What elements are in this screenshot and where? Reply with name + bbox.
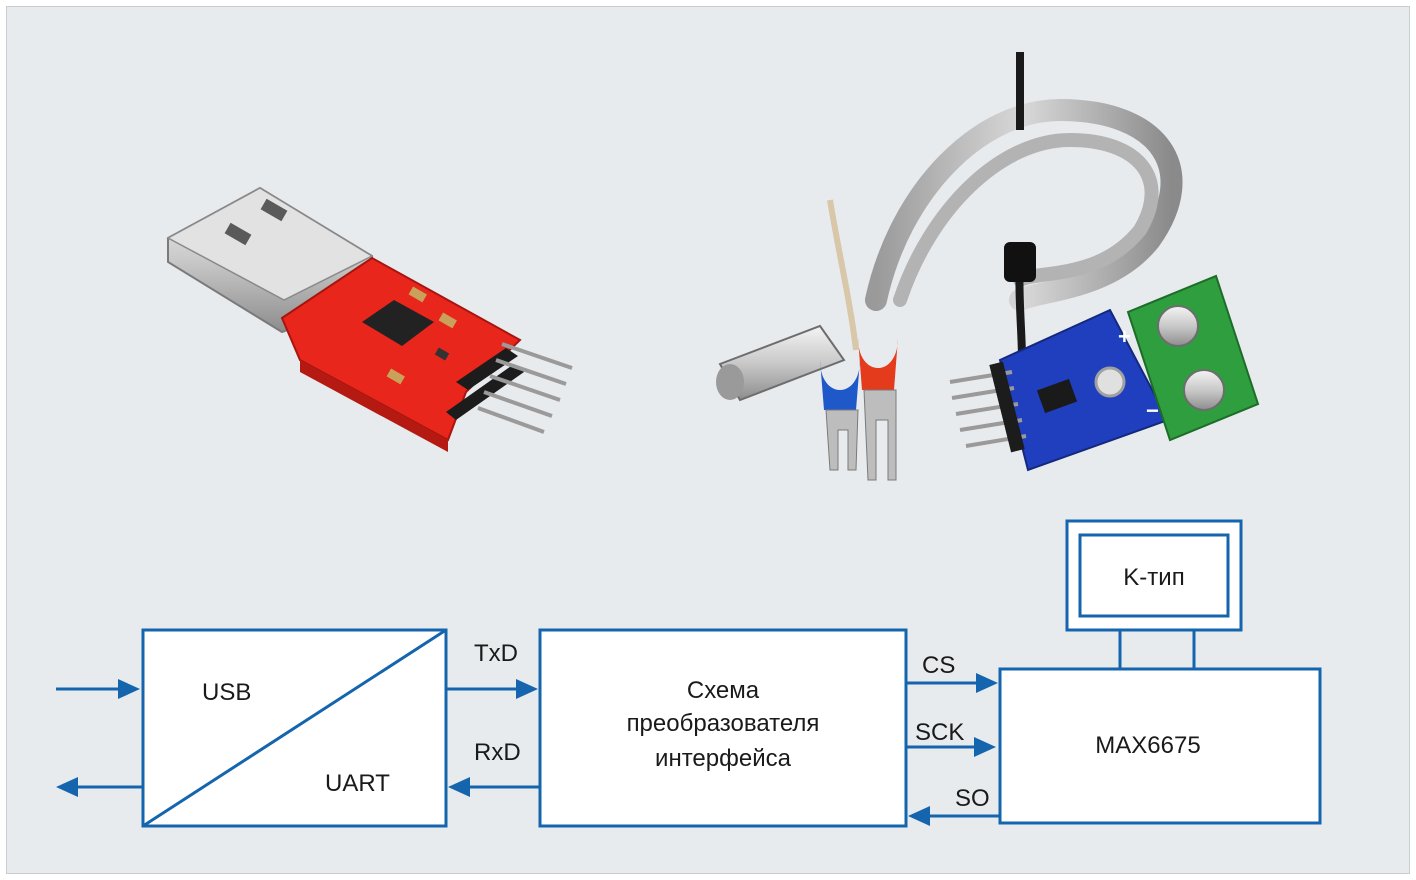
- max6675-block: MAX6675: [998, 667, 1322, 825]
- cs-label: CS: [922, 652, 955, 679]
- mounting-hole: [1094, 366, 1126, 398]
- usb-uart-adapter-photo: [166, 186, 573, 452]
- max6675-chip: [1036, 378, 1078, 414]
- sck-label: SCK: [915, 719, 964, 746]
- probe-tip: [716, 364, 744, 400]
- usb-uart-block: USB UART: [141, 628, 448, 828]
- black-wire: [1015, 52, 1026, 361]
- txd-label: TxD: [474, 640, 518, 667]
- usb-label: USB: [202, 679, 251, 706]
- cable-tie: [1004, 242, 1036, 282]
- sck-arrow: SCK: [906, 719, 996, 757]
- uart-label: UART: [325, 770, 390, 797]
- k-type-sensor-block: K-тип: [1065, 519, 1243, 632]
- ring-terminal-blue: [820, 360, 860, 471]
- txd-arrow: TxD: [446, 640, 538, 699]
- usb-chip: [362, 300, 434, 346]
- block-diagram: USB UART TxD RxD: [56, 519, 1322, 828]
- usb-plug-hole-1: [260, 198, 288, 222]
- usb-component: [408, 286, 427, 303]
- rxd-arrow: RxD: [448, 739, 540, 797]
- terminal-screw-1: [1157, 305, 1199, 347]
- converter-block: Схема преобразователя интерфейса: [538, 628, 908, 828]
- so-arrow: SO: [908, 785, 1000, 826]
- usb-output-arrow: [56, 777, 143, 797]
- k-type-label: K-тип: [1123, 564, 1184, 591]
- thermocouple-wires: [827, 199, 859, 351]
- usb-input-arrow: [56, 679, 140, 699]
- usb-component: [438, 312, 457, 329]
- terminal-minus: −: [1146, 398, 1159, 423]
- max6675-label: MAX6675: [1095, 732, 1200, 759]
- converter-line-1: Схема: [687, 677, 760, 704]
- converter-line-2: преобразователя: [627, 710, 820, 737]
- braided-cable: [865, 98, 1183, 311]
- cs-arrow: CS: [906, 652, 998, 693]
- usb-component: [434, 347, 450, 361]
- usb-component: [386, 368, 405, 385]
- converter-line-3: интерфейса: [655, 745, 792, 772]
- module-pins: [949, 361, 1027, 453]
- ring-terminal-red: [858, 338, 898, 481]
- usb-pin-header: [446, 342, 573, 434]
- usb-plug-top: [166, 187, 374, 301]
- so-label: SO: [955, 785, 990, 812]
- rxd-label: RxD: [474, 739, 521, 766]
- usb-plug-hole-2: [224, 222, 252, 246]
- usb-pcb-edge: [300, 360, 448, 452]
- terminal-plus: +: [1118, 324, 1131, 349]
- terminal-screw-2: [1183, 369, 1225, 411]
- braided-cable-2: [893, 132, 1159, 307]
- thermocouple-module-photo: + −: [716, 52, 1260, 481]
